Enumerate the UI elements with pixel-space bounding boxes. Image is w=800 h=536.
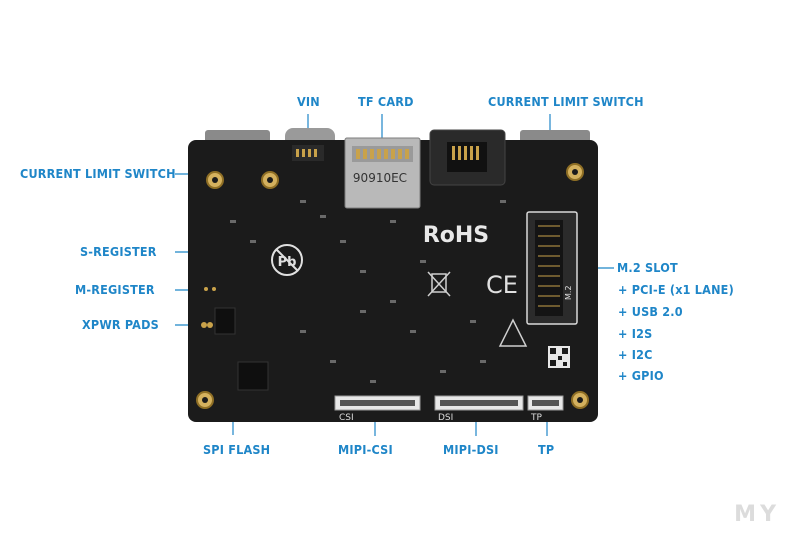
svg-text:CSI: CSI [339, 413, 354, 423]
rohs-mark: RoHS [423, 223, 489, 248]
label-tp: TP [538, 442, 555, 457]
label-xpwr-pads: XPWR PADS [82, 317, 159, 332]
watermark: MY [734, 502, 780, 527]
pb-free-symbol [271, 244, 303, 276]
chip [214, 307, 236, 335]
chip [237, 361, 269, 391]
label-current-limit-top: CURRENT LIMIT SWITCH [488, 94, 644, 109]
label-m-register: M-REGISTER [75, 282, 155, 297]
sd-marking: 90910EC [353, 171, 407, 185]
ce-mark: CE [486, 271, 518, 299]
label-current-limit-left: CURRENT LIMIT SWITCH [20, 166, 176, 181]
pcb [188, 140, 598, 422]
logo-triangle [498, 318, 528, 347]
label-mipi-dsi: MIPI-DSI [443, 442, 499, 457]
label-mipi-csi: MIPI-CSI [338, 442, 393, 457]
label-m2-feature: + PCI-E (x1 LANE) [618, 282, 734, 297]
label-m2-feature: + USB 2.0 [618, 304, 683, 319]
svg-text:M.2: M.2 [564, 285, 573, 300]
weee-symbol [431, 273, 447, 293]
svg-text:Pb: Pb [278, 255, 297, 270]
label-tf-card: TF CARD [358, 94, 414, 109]
label-m2-feature: + I2C [618, 347, 653, 362]
label-m2-feature: + GPIO [618, 368, 664, 383]
label-spi-flash: SPI FLASH [203, 442, 271, 457]
svg-text:TP: TP [530, 413, 542, 423]
label-m2-slot: M.2 SLOT [617, 260, 678, 275]
label-s-register: S-REGISTER [80, 244, 157, 259]
svg-text:DSI: DSI [438, 413, 453, 423]
label-m2-feature: + I2S [618, 326, 653, 341]
label-vin: VIN [297, 94, 320, 109]
